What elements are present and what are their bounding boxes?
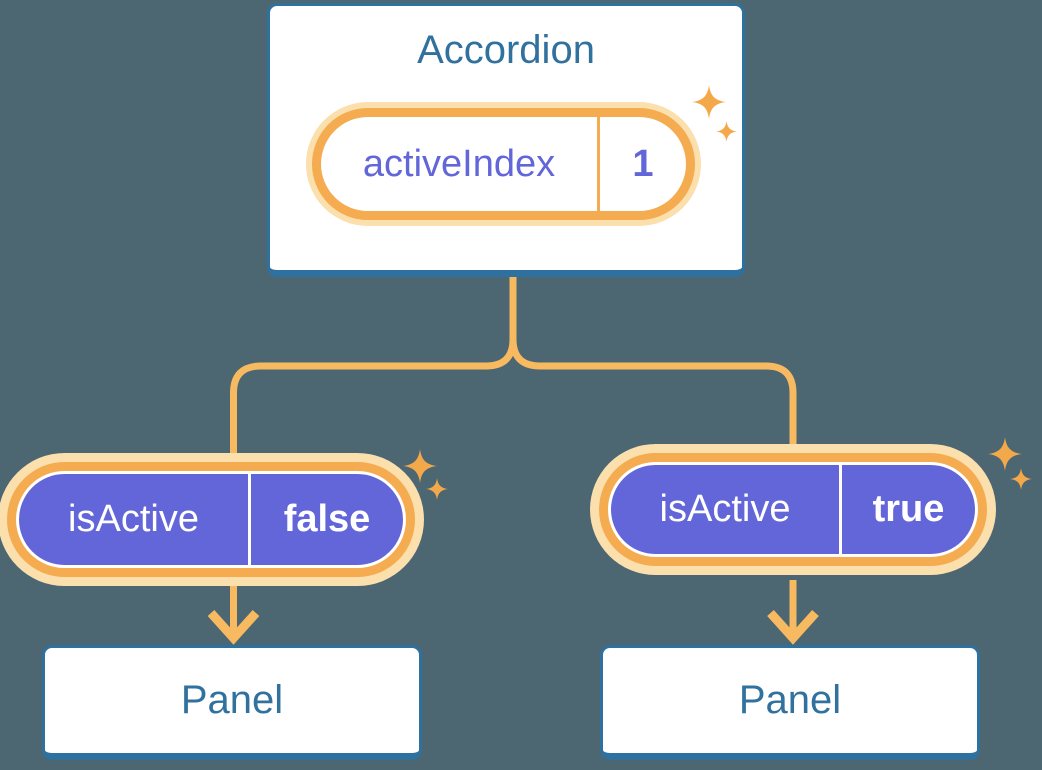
state-value: 1 — [632, 142, 654, 185]
branch-line-right — [509, 275, 797, 450]
sparkle-icon-large — [988, 437, 1022, 471]
arrow-right — [767, 580, 819, 645]
prop-pill-isactive-false: isActive false — [16, 471, 406, 568]
state-pill-activeindex: activeIndex 1 — [312, 108, 695, 220]
panel-card-left: Panel — [42, 645, 422, 760]
panel-card-right: Panel — [600, 645, 980, 760]
state-name: activeIndex — [362, 142, 556, 185]
arrow-left — [207, 584, 260, 645]
prop-value: false — [283, 498, 371, 540]
prop-name: isActive — [68, 498, 199, 540]
panel-title: Panel — [180, 678, 284, 722]
pill-divider — [839, 465, 842, 554]
prop-pill-isactive-true: isActive true — [608, 462, 978, 557]
sparkle-icon-small — [716, 121, 737, 142]
branch-line-left — [230, 275, 517, 458]
sparkle-icon-small — [426, 478, 448, 500]
pill-divider — [248, 474, 251, 565]
sparkle-icon-large — [403, 449, 437, 483]
accordion-title: Accordion — [417, 28, 595, 72]
sparkle-icon-large — [692, 85, 726, 119]
pill-divider — [597, 117, 600, 211]
prop-value: true — [872, 488, 945, 530]
prop-name: isActive — [659, 488, 791, 530]
sparkle-icon-small — [1010, 468, 1032, 490]
panel-title: Panel — [738, 678, 842, 722]
